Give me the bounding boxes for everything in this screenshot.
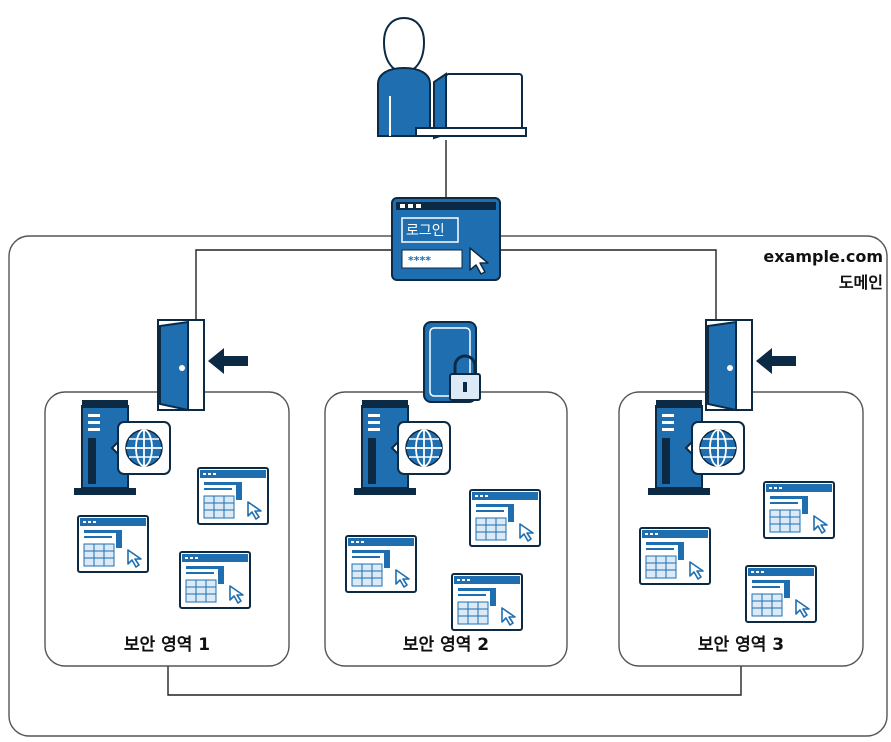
login-window-icon: 로그인 ****	[391, 197, 501, 281]
domain-label: 도메인	[839, 273, 883, 292]
user-with-laptop-icon	[377, 16, 527, 140]
application-window-icon	[451, 573, 523, 631]
application-window-icon	[639, 527, 711, 585]
login-title: 로그인	[406, 223, 445, 239]
application-window-icon	[197, 467, 269, 525]
security-zone-2-label: 보안 영역 2	[403, 635, 489, 655]
application-window-icon	[469, 489, 541, 547]
connector-lines	[167, 140, 742, 696]
application-window-icon	[745, 565, 817, 623]
security-zone-3-label: 보안 영역 3	[698, 635, 784, 655]
domain-name-label: example.com	[763, 247, 883, 266]
application-window-icon	[179, 551, 251, 609]
login-to-zone3-line	[500, 249, 717, 324]
application-window-icon	[345, 535, 417, 593]
zone-bottom-connector	[167, 666, 742, 696]
padlock-icon	[422, 320, 482, 404]
login-to-zone1-line	[195, 249, 392, 324]
application-window-icon	[763, 481, 835, 539]
password-mask: ****	[408, 254, 431, 267]
security-zone-1-label: 보안 영역 1	[124, 635, 210, 655]
application-window-icon	[77, 515, 149, 573]
